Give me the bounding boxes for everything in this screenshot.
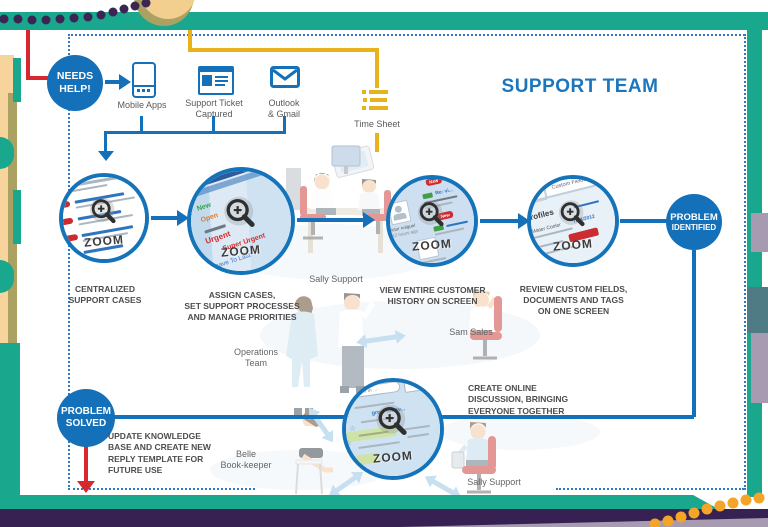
left-teal-segment-2 xyxy=(13,190,21,244)
left-teal-bottom xyxy=(0,343,20,497)
left-olive-stripe xyxy=(8,93,17,345)
right-slate-block xyxy=(747,287,768,333)
orange-dot-arc xyxy=(649,492,765,527)
zoom-circle-assign-cases: New Open Urgent Super Urgent Leave To La… xyxy=(187,167,295,275)
top-teal-band xyxy=(0,12,768,30)
note-collaboration: CREATE ONLINE DISCUSSION, BRINGING EVERY… xyxy=(468,383,569,416)
profiles-heading: Profiles xyxy=(527,207,555,224)
problem-identified-line1: PROBLEM xyxy=(670,211,718,223)
caption-step1: CENTRALIZED SUPPORT CASES xyxy=(68,284,142,306)
channel-label-email: Outlook & Gmail xyxy=(267,98,300,120)
magnifier-icon xyxy=(415,198,449,237)
needs-help-feed-line xyxy=(26,30,30,80)
connector-arrowhead xyxy=(98,151,114,161)
envelope-icon xyxy=(270,66,300,88)
time-sheet-label: Time Sheet xyxy=(354,119,400,129)
caption-step4: REVIEW CUSTOM FIELDS, DOCUMENTS AND TAGS… xyxy=(519,284,628,317)
caption-step3: VIEW ENTIRE CUSTOMER HISTORY ON SCREEN xyxy=(379,285,486,307)
connector-vertical xyxy=(104,131,107,152)
needs-help-arrow-line xyxy=(105,80,119,84)
time-sheet-line-1 xyxy=(188,30,192,52)
left-teal-bump xyxy=(0,137,14,169)
zoom-circle-custom-fields: Custom Fields Profiles Water Cooler 7/14… xyxy=(527,175,619,267)
history-badge-new: New xyxy=(425,179,443,187)
needs-help-feed-line-2 xyxy=(26,76,54,80)
dotted-border-bottom-right xyxy=(556,488,744,490)
time-sheet-line-4 xyxy=(375,133,379,152)
needs-help-arrowhead xyxy=(119,74,131,90)
time-sheet-line-3 xyxy=(375,48,379,88)
problem-solved-line2: SOLVED xyxy=(65,418,107,429)
time-sheet-icon xyxy=(362,90,390,112)
channel-label-mobile: Mobile Apps xyxy=(117,100,167,110)
connector-stub-1 xyxy=(140,116,143,133)
problem-solved-line1: PROBLEM xyxy=(61,406,111,417)
dotted-border-right xyxy=(744,34,746,490)
history-link: Re: vi... xyxy=(434,187,454,197)
page-title: SUPPORT TEAM xyxy=(501,76,659,97)
connector-stub-2 xyxy=(212,116,215,133)
magnifier-icon xyxy=(556,198,590,237)
problem-solved-node: PROBLEM SOLVED xyxy=(57,389,115,447)
left-teal-segment xyxy=(13,58,21,102)
purple-dot-arc xyxy=(0,0,151,25)
right-teal-band xyxy=(747,29,762,497)
dotted-border-bottom-left xyxy=(68,488,255,490)
needs-help-node: NEEDS HELP! xyxy=(47,55,103,111)
magnifier-icon xyxy=(373,403,413,448)
zoom-circle-customer-history: victor nolguel 12 hours ago New Re: vi..… xyxy=(386,175,478,267)
caption-step2: ASSIGN CASES, SET SUPPORT PROCESSES AND … xyxy=(184,290,300,323)
bottom-teal-band xyxy=(0,495,722,511)
bottom-purple-band xyxy=(0,509,768,527)
right-mauve-block-2 xyxy=(751,333,768,403)
label-sally-support-top: Sally Support xyxy=(309,274,363,284)
problem-solved-arrowhead xyxy=(77,481,95,493)
arrow-step1-step2 xyxy=(151,216,177,220)
arrow-step3-step4 xyxy=(480,219,518,223)
right-mauve-block xyxy=(751,213,768,252)
discussion-search-bar: Search in ... xyxy=(346,382,401,400)
problem-solved-arrow-line xyxy=(84,446,88,482)
channel-label-ticket: Support Ticket Captured xyxy=(185,98,243,120)
zoom-circle-centralized-cases: ZOOM xyxy=(59,173,149,263)
line-step4-problem-identified xyxy=(620,219,668,223)
priority-tag-open: Open xyxy=(199,211,220,225)
priority-tag-new: New xyxy=(196,201,213,213)
top-tan-circle xyxy=(140,0,196,19)
magnifier-icon xyxy=(87,195,121,234)
label-sam-sales: Sam Sales xyxy=(449,327,493,337)
label-operations-team: Operations Team xyxy=(233,347,279,369)
mobile-phone-icon xyxy=(132,62,156,98)
problem-identified-line2: IDENTIFIED xyxy=(671,222,717,232)
problem-identified-node: PROBLEM IDENTIFIED xyxy=(666,194,722,250)
zoom-circle-online-discussion: Search in ... grow for ev... ZOO xyxy=(342,378,444,480)
dotted-border-top xyxy=(68,34,745,36)
dotted-border-left xyxy=(68,34,70,490)
left-teal-bump-2 xyxy=(0,260,14,293)
connector-horizontal xyxy=(104,131,286,134)
label-sally-support-bottom: Sally Support xyxy=(467,477,521,487)
time-sheet-line-2 xyxy=(188,48,379,52)
connector-stub-3 xyxy=(283,116,286,133)
line-problem-identified-down xyxy=(692,250,696,417)
arrowhead-step1-step2 xyxy=(177,210,189,226)
label-belle-bookkeeper: Belle Book-keeper xyxy=(220,449,272,471)
arrowhead-step2-step3 xyxy=(363,212,375,228)
support-ticket-icon xyxy=(198,66,234,95)
arrow-step2-step3 xyxy=(297,218,363,222)
note-knowledge-base: UPDATE KNOWLEDGE BASE AND CREATE NEW REP… xyxy=(108,431,211,476)
magnifier-icon xyxy=(221,195,261,240)
